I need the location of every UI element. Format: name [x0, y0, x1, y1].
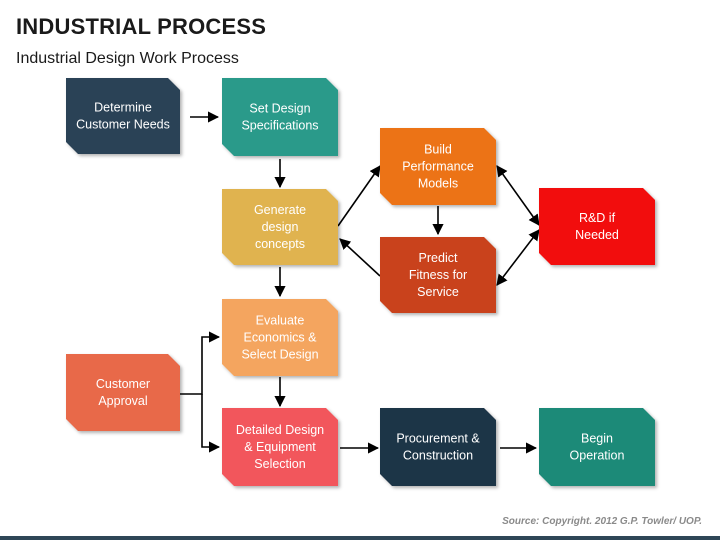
box-label-detailed: Detailed Design: [236, 423, 324, 437]
arrow-predict-rd: [496, 229, 540, 286]
box-label-procurement: Procurement &: [396, 432, 480, 446]
box-label-build: Build: [424, 143, 452, 157]
box-shape-evaluate: [222, 299, 338, 376]
box-generate: Generate design concepts: [222, 189, 338, 265]
box-label-generate: concepts: [255, 237, 305, 251]
box-label-generate: Generate: [254, 203, 306, 217]
arrow-build-rd: [496, 165, 540, 226]
box-label-generate: design: [262, 220, 299, 234]
box-shape-customer: [66, 354, 180, 431]
arrow-customer-to-detailed: [201, 394, 221, 453]
connectors: [180, 111, 540, 454]
box-label-begin: Operation: [570, 449, 625, 463]
box-label-evaluate: Economics &: [244, 331, 318, 345]
arrow-customer-to-evaluate: [180, 331, 221, 395]
box-label-set-design: Set Design: [249, 102, 310, 116]
box-label-predict: Fitness for: [409, 268, 467, 282]
box-label-build: Performance: [402, 160, 474, 174]
box-shape-rd: [539, 188, 655, 265]
box-label-detailed: & Equipment: [244, 440, 316, 454]
box-label-rd: R&D if: [579, 211, 616, 225]
box-label-customer: Customer: [96, 377, 150, 391]
box-label-evaluate: Evaluate: [256, 314, 305, 328]
bottom-bar: [0, 536, 720, 540]
box-shape-detailed: [222, 408, 338, 486]
box-rd: R&D if Needed: [539, 188, 655, 265]
box-shape-generate: [222, 189, 338, 265]
box-procurement: Procurement & Construction: [380, 408, 496, 486]
box-label-detailed: Selection: [254, 457, 305, 471]
box-label-rd: Needed: [575, 228, 619, 242]
box-label-determine: Customer Needs: [76, 118, 170, 132]
box-label-procurement: Construction: [403, 449, 473, 463]
box-shape-build: [380, 128, 496, 205]
page-title: INDUSTRIAL PROCESS: [16, 14, 267, 39]
box-shape-procurement: [380, 408, 496, 486]
box-label-customer: Approval: [98, 394, 147, 408]
box-label-build: Models: [418, 177, 458, 191]
arrow-predict-to-generate: [339, 238, 381, 277]
page-subtitle: Industrial Design Work Process: [16, 50, 239, 67]
box-label-predict: Service: [417, 285, 459, 299]
box-label-evaluate: Select Design: [241, 348, 318, 362]
arrow-generate-to-build: [337, 165, 381, 227]
box-label-begin: Begin: [581, 432, 613, 446]
box-shape-predict: [380, 237, 496, 313]
box-label-set-design: Specifications: [241, 119, 318, 133]
source-citation: Source: Copyright. 2012 G.P. Towler/ UOP…: [502, 516, 702, 527]
box-shape-determine: [66, 78, 180, 154]
box-label-determine: Determine: [94, 101, 152, 115]
box-label-predict: Predict: [419, 251, 458, 265]
box-shape-set-design: [222, 78, 338, 156]
box-shape-begin: [539, 408, 655, 486]
